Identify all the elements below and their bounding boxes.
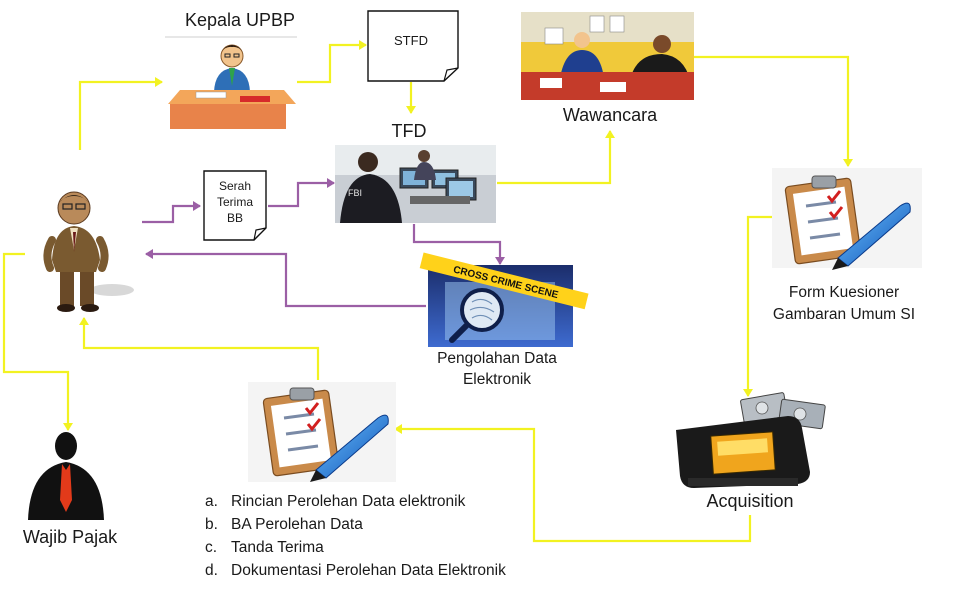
serah-line-2: Terima <box>217 195 253 209</box>
list-marker: b. <box>205 516 218 533</box>
arrow-docs-to-person <box>79 317 320 380</box>
clipboard-pen-icon <box>772 168 922 270</box>
forensic-drive-device-icon <box>676 392 826 488</box>
arrow-person-to-serah <box>142 201 201 224</box>
tfd-label: TFD <box>392 121 427 141</box>
svg-text:FBI: FBI <box>348 188 362 198</box>
wawancara-label: Wawancara <box>563 105 658 125</box>
documents-output-node <box>248 382 396 482</box>
output-documents-list: a. Rincian Perolehan Data elektronik b. BA… <box>205 490 506 582</box>
interview-meeting-icon <box>521 12 694 100</box>
wajib-pajak-node: Wajib Pajak <box>23 432 118 547</box>
purple-arrows <box>142 178 505 308</box>
arrow-acquisition-to-docs <box>394 424 752 543</box>
form-kuesioner-node: Form Kuesioner Gambaran Umum SI <box>772 168 922 323</box>
taxpayer-silhouette-icon <box>28 432 104 520</box>
officer-figure <box>43 191 134 312</box>
form-line-1: Form Kuesioner <box>789 284 899 301</box>
arrow-person-to-kepala <box>78 77 163 150</box>
wawancara-node: Wawancara <box>521 12 694 125</box>
yellow-arrows <box>2 40 853 543</box>
manager-at-desk-icon <box>168 44 296 129</box>
arrow-pengolahan-to-person <box>145 249 426 308</box>
list-item-text: Tanda Terima <box>231 539 324 556</box>
arrow-wawancara-to-form <box>694 55 853 167</box>
pengolahan-line-1: Pengolahan Data <box>437 350 557 367</box>
list-item: b. BA Perolehan Data <box>205 513 506 536</box>
kepala-upbp-node: Kepala UPBP <box>165 10 297 129</box>
pengolahan-line-2: Elektronik <box>463 371 531 388</box>
list-marker: c. <box>205 539 218 556</box>
kepala-label: Kepala UPBP <box>185 10 295 30</box>
tfd-node: TFD FBI <box>335 121 496 223</box>
form-line-2: Gambaran Umum SI <box>773 306 915 323</box>
stfd-document-shape <box>367 10 459 82</box>
stfd-label: STFD <box>394 33 428 48</box>
list-item: a. Rincian Perolehan Data elektronik <box>205 490 506 513</box>
list-item: c. Tanda Terima <box>205 536 506 559</box>
arrow-tfd-to-wawancara <box>497 130 615 185</box>
crime-scene-magnifier-icon: CROSS CRIME SCENE <box>419 252 589 347</box>
forensic-lab-photo-icon: FBI <box>335 145 496 223</box>
pengolahan-node: CROSS CRIME SCENE Pengolahan Data Elektr… <box>419 252 589 388</box>
clipboard-pen-icon <box>248 382 396 482</box>
arrow-person-to-wajib <box>2 252 73 431</box>
list-marker: d. <box>205 562 218 579</box>
stfd-node: STFD <box>367 10 459 82</box>
arrow-form-to-acquisition <box>743 215 772 397</box>
list-item-text: BA Perolehan Data <box>231 516 363 533</box>
list-item-text: Rincian Perolehan Data elektronik <box>231 493 466 510</box>
list-item: d. Dokumentasi Perolehan Data Elektronik <box>205 559 506 582</box>
acquisition-node: Acquisition <box>676 392 826 511</box>
serah-terima-node: Serah Terima BB <box>203 170 267 241</box>
acquisition-label: Acquisition <box>706 491 793 511</box>
arrow-kepala-to-stfd <box>297 40 367 84</box>
serah-line-1: Serah <box>219 179 251 193</box>
arrow-serah-to-tfd <box>268 178 335 208</box>
arrow-tfd-to-pengolahan <box>412 224 505 265</box>
list-marker: a. <box>205 493 218 510</box>
serah-line-3: BB <box>227 211 243 225</box>
wajib-label: Wajib Pajak <box>23 527 118 547</box>
list-item-text: Dokumentasi Perolehan Data Elektronik <box>231 562 506 579</box>
officer-icon <box>43 191 134 312</box>
serah-document-shape <box>203 170 267 241</box>
